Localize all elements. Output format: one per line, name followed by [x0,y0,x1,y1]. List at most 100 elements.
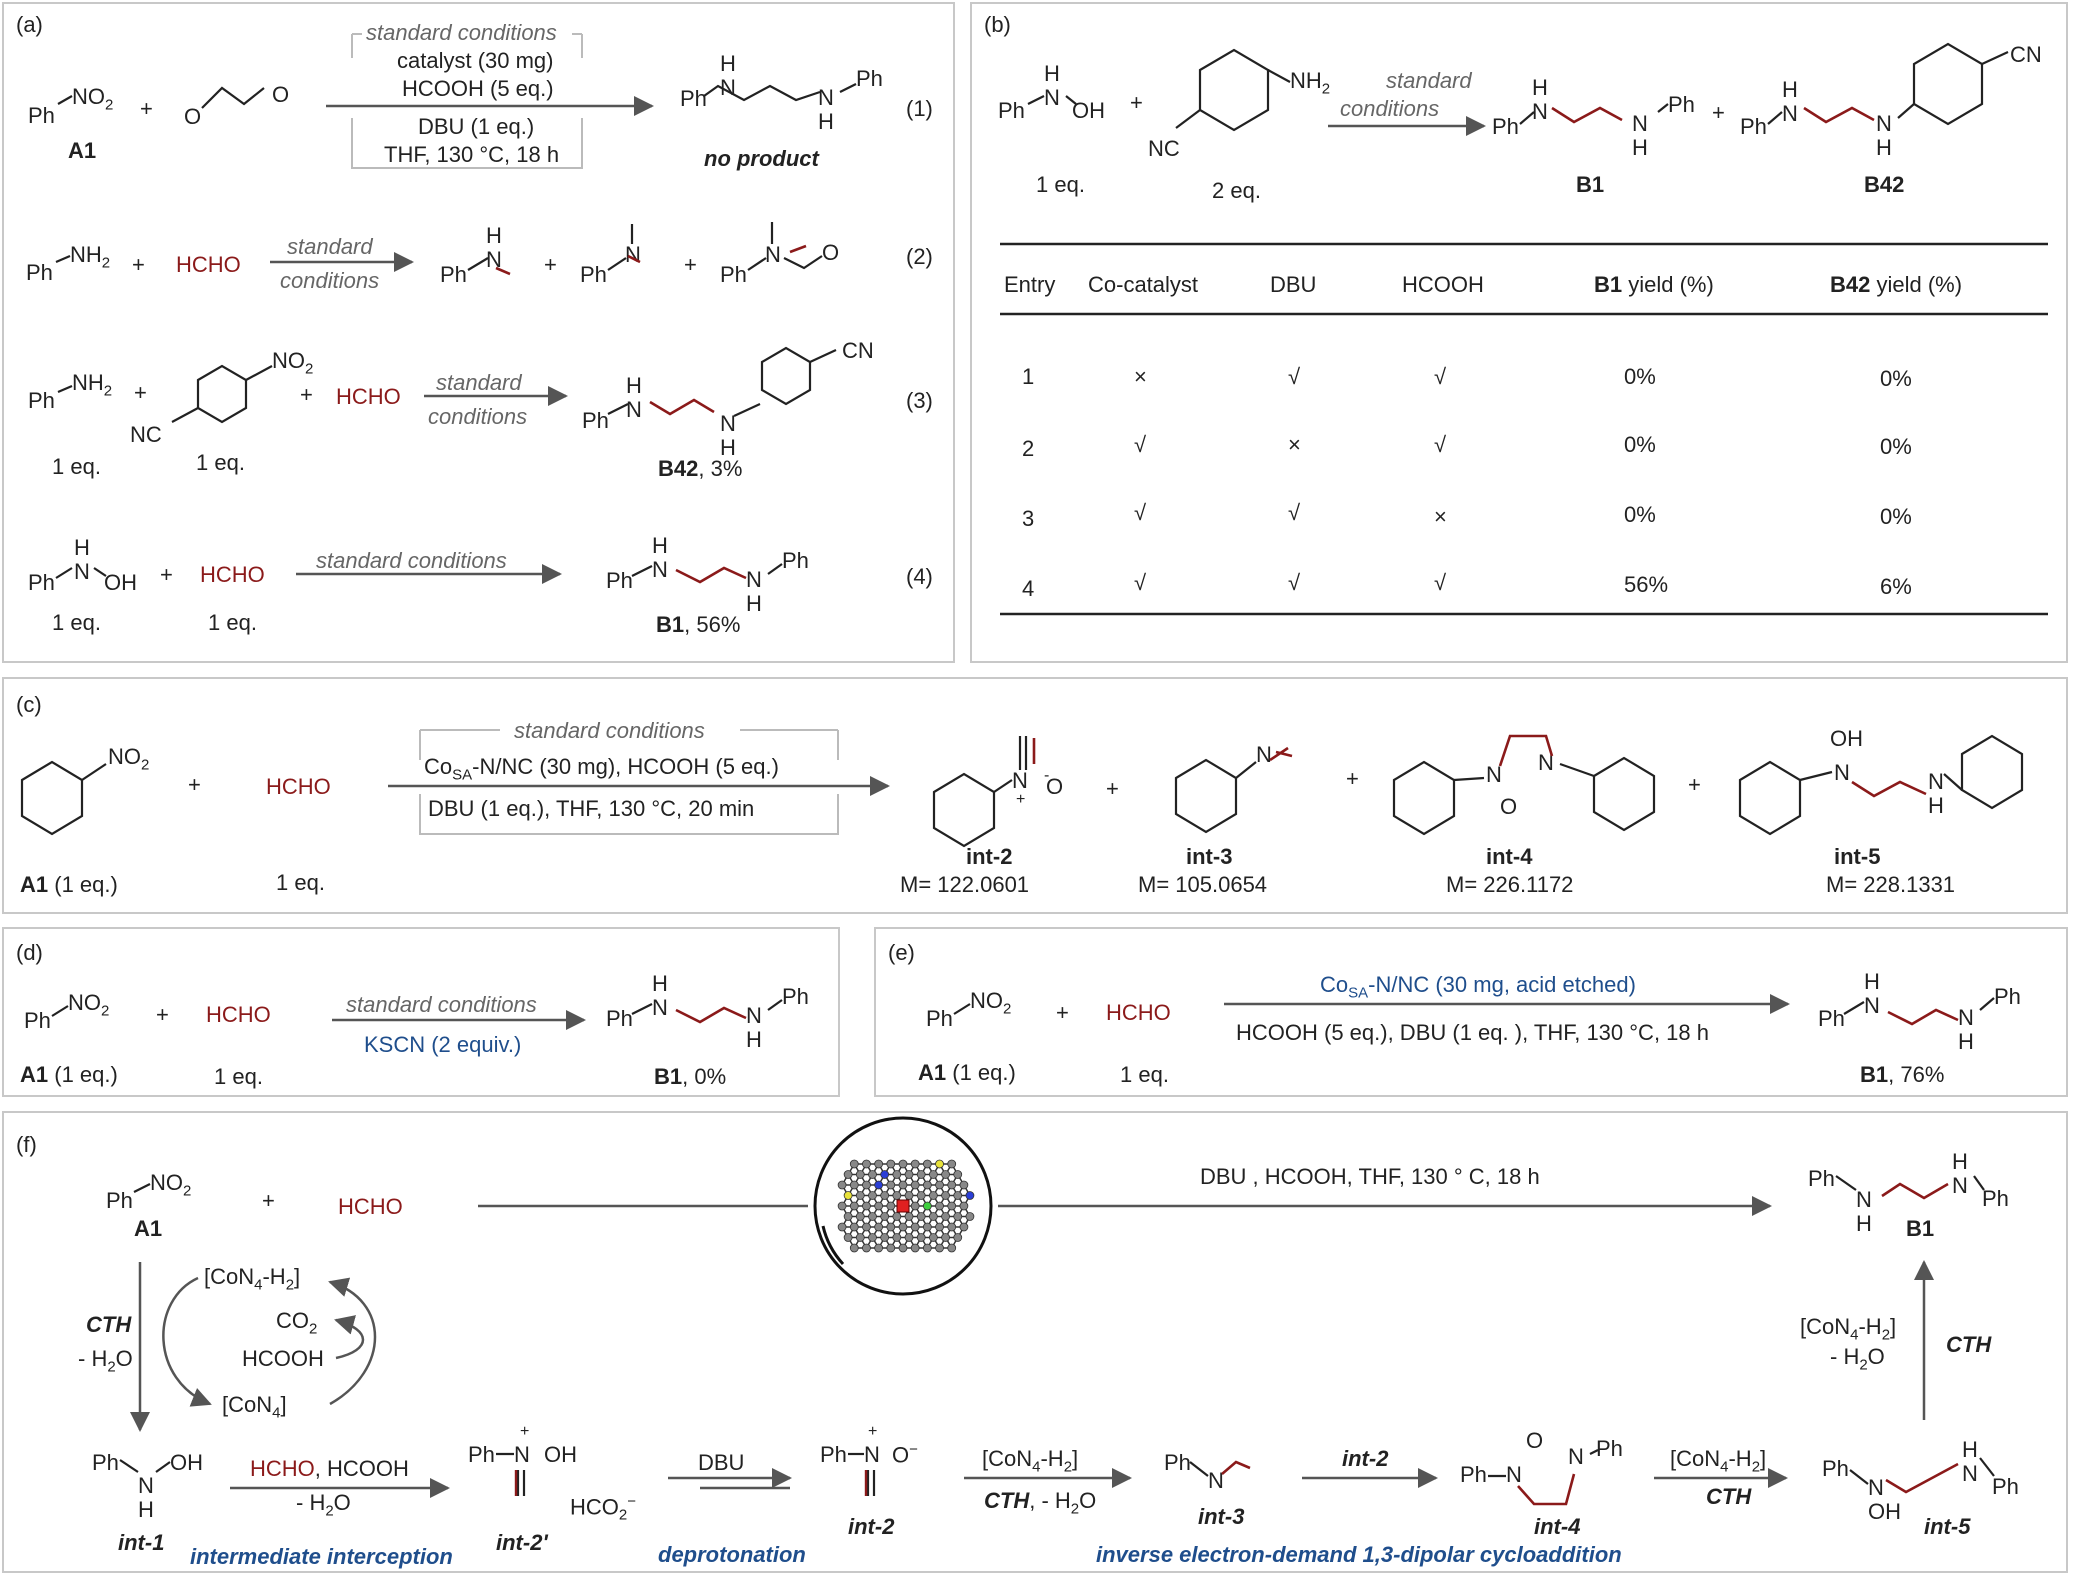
f-step1-bottom: - H2O [296,1490,351,1520]
f-ph: Ph [106,1188,133,1213]
bond [1235,761,1257,779]
th-b42-unit: yield (%) [1870,272,1963,297]
table-row-2-co: √ [1134,432,1147,457]
table-row-3-hcooh: × [1434,504,1447,529]
catalyst-atom [928,1233,938,1242]
c-int3-name: int-3 [1186,844,1233,869]
formyl-bond [783,255,823,270]
catalyst-atom [935,1243,944,1253]
a3-num: (3) [906,388,933,413]
cond-box-a1-top [351,33,583,58]
catalyst-atom [928,1212,938,1221]
c-int2-name: int-2 [966,844,1013,869]
th-entry: Entry [1004,272,1056,297]
catalyst-atom [922,1243,932,1253]
catalyst-atom [928,1191,938,1200]
bond [631,1003,653,1015]
table-row-1-dbu: √ [1288,364,1301,389]
catalyst-atom [910,1159,920,1169]
f-step2-top: DBU [698,1450,745,1475]
catalyst-atom [959,1222,969,1232]
panel-d-label: (d) [16,940,43,965]
c-int5-mass: M= 228.1331 [1826,872,1956,897]
catalyst-atom [868,1212,877,1221]
c-no2: NO2 [108,744,150,774]
plus: + [132,252,145,277]
a3-prod-ring [760,346,812,406]
f-int2p-label: int-2' [496,1530,548,1555]
catalyst-atom [849,1159,859,1169]
a3-yield: , 3% [698,456,743,481]
catalyst-atom [843,1212,853,1221]
catalyst-atom [886,1201,896,1211]
catalyst-atom [941,1191,950,1200]
glyoxal-bonds [201,86,265,109]
panel-b [970,2,2068,663]
catalyst-atom [959,1180,969,1190]
b-r1-ph: Ph [998,98,1025,123]
e-product-name: B1 [1860,1062,1889,1087]
f-int4-label: int-4 [1534,1514,1581,1539]
red-chain-f-int5 [1885,1462,1959,1494]
catalyst-atom [953,1233,963,1242]
b42-ring [1912,42,1984,126]
bond [747,257,767,271]
table-row-1-hcooh: √ [1434,364,1447,389]
a1-label: A1 [68,138,97,163]
a3-no2: NO2 [272,348,314,378]
plus: + [1056,1000,1069,1025]
c-int3-mass: M= 105.0654 [1138,872,1268,897]
th-b1-unit: yield (%) [1622,272,1714,297]
c-int5-ring2 [1960,734,2024,810]
a2-nh2: NH2 [70,242,111,272]
catalyst-atom [837,1222,847,1232]
b-r2-nh2: NH2 [1290,68,1331,98]
bond [93,567,107,577]
e-prod-ph2: Ph [1994,984,2021,1009]
c-int4-name: int-4 [1486,844,1533,869]
catalyst-atom [862,1159,871,1169]
c-int2-ring [932,772,996,848]
d-a1: A1 (1 eq.) [20,1064,118,1086]
a4-num: (4) [906,564,933,589]
b-eq1: 1 eq. [1036,172,1085,197]
f-int2-o: O− [892,1441,918,1468]
plus: + [134,380,147,405]
catalyst-atom [922,1180,932,1190]
th-hcooh: HCOOH [1402,272,1484,297]
red-chain-a3 [649,398,715,416]
bond [1175,109,1201,129]
a2-p3-ph: Ph [720,262,747,287]
a3-prod-cn: CN [842,338,874,363]
table-row-3-dbu: √ [1288,500,1301,525]
catalyst-atom [941,1170,950,1179]
d-product-name: B1 [654,1064,683,1089]
catalyst-atom [947,1243,957,1253]
a1-nitro: NO2 [72,84,114,114]
cobalt-site [896,1199,910,1213]
f-int2-n: N [864,1442,880,1467]
f-hcho: HCHO [338,1194,403,1219]
bond [1559,762,1595,778]
bond [607,403,629,415]
catalyst-atom [910,1201,920,1211]
table-row-1-co: × [1134,364,1147,389]
d-prod-ph1: Ph [606,1006,633,1031]
c-cond2: DBU (1 eq.), THF, 130 °C, 20 min [428,796,755,821]
th-b42-name: B42 [1830,272,1871,297]
f-int5-ph2: Ph [1992,1474,2019,1499]
c-int4-n2: N [1538,750,1554,775]
cycle-curve-inner [334,1315,365,1360]
f-int2p-hco2: HCO2− [570,1493,636,1524]
a4-cond: standard conditions [316,548,507,573]
catalyst-atom [910,1222,920,1232]
a1-num: (1) [906,96,933,121]
bond [245,365,273,381]
glyoxal-o1: O [184,104,202,129]
